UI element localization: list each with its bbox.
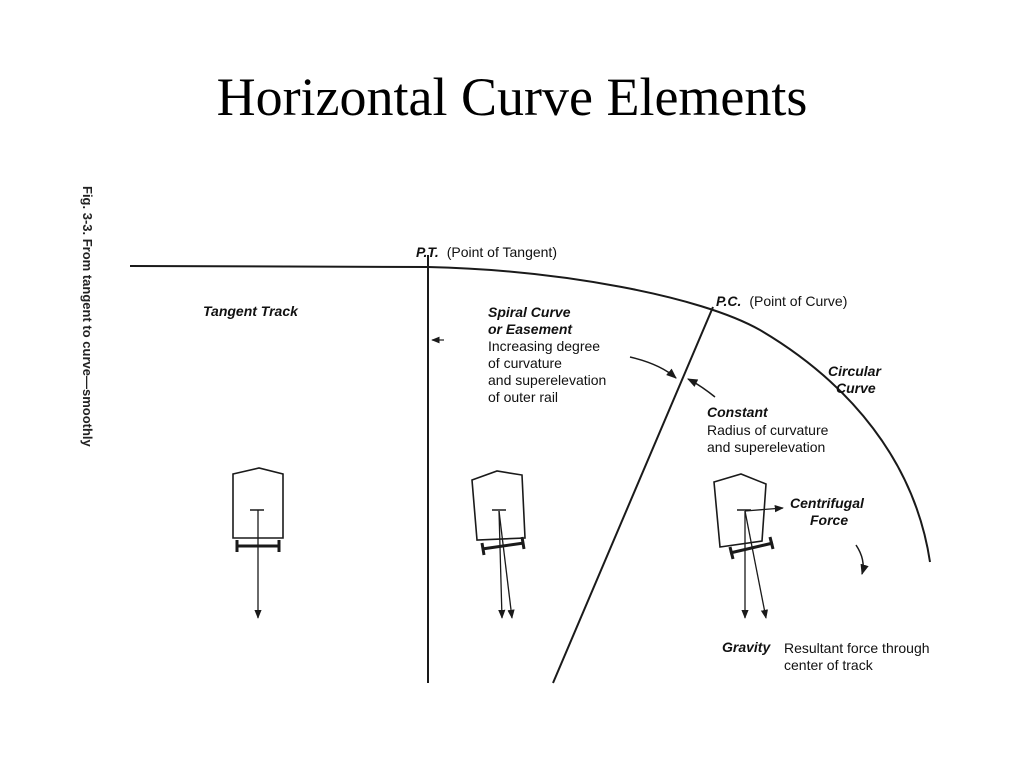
- constant-desc-2: and superelevation: [707, 439, 825, 455]
- spiral-desc-1: Increasing degree: [488, 338, 600, 354]
- rotation-arrow: [855, 544, 869, 576]
- circular-curve-label-2: Curve: [836, 380, 876, 396]
- gravity-label: Gravity: [722, 639, 771, 655]
- constant-leader-arrow: [687, 378, 716, 398]
- railcar-tangent: [232, 467, 284, 619]
- railcar-spiral: [471, 470, 526, 619]
- figure-caption: Fig. 3-3. From tangent to curve—smoothly: [80, 186, 95, 448]
- tangent-track-label: Tangent Track: [203, 303, 299, 319]
- constant-title: Constant: [707, 404, 769, 420]
- resultant-label-2: center of track: [784, 657, 874, 673]
- centrifugal-label-1: Centrifugal: [790, 495, 865, 511]
- pt-label: P.T. (Point of Tangent): [416, 244, 557, 260]
- spiral-title-1: Spiral Curve: [488, 304, 571, 320]
- spiral-leader-arrow: [629, 356, 677, 379]
- railcar-circular: [713, 473, 784, 619]
- centrifugal-label-2: Force: [810, 512, 848, 528]
- track-centerline: [129, 265, 931, 563]
- pc-slanted-line: [552, 306, 714, 684]
- resultant-label-1: Resultant force through: [784, 640, 930, 656]
- circular-curve-label-1: Circular: [828, 363, 882, 379]
- spiral-title-2: or Easement: [488, 321, 573, 337]
- constant-desc-1: Radius of curvature: [707, 422, 829, 438]
- spiral-desc-3: and superelevation: [488, 372, 606, 388]
- slide-title: Horizontal Curve Elements: [216, 67, 808, 127]
- spiral-desc-2: of curvature: [488, 355, 562, 371]
- pc-label: P.C. (Point of Curve): [716, 293, 847, 309]
- spiral-desc-4: of outer rail: [488, 389, 558, 405]
